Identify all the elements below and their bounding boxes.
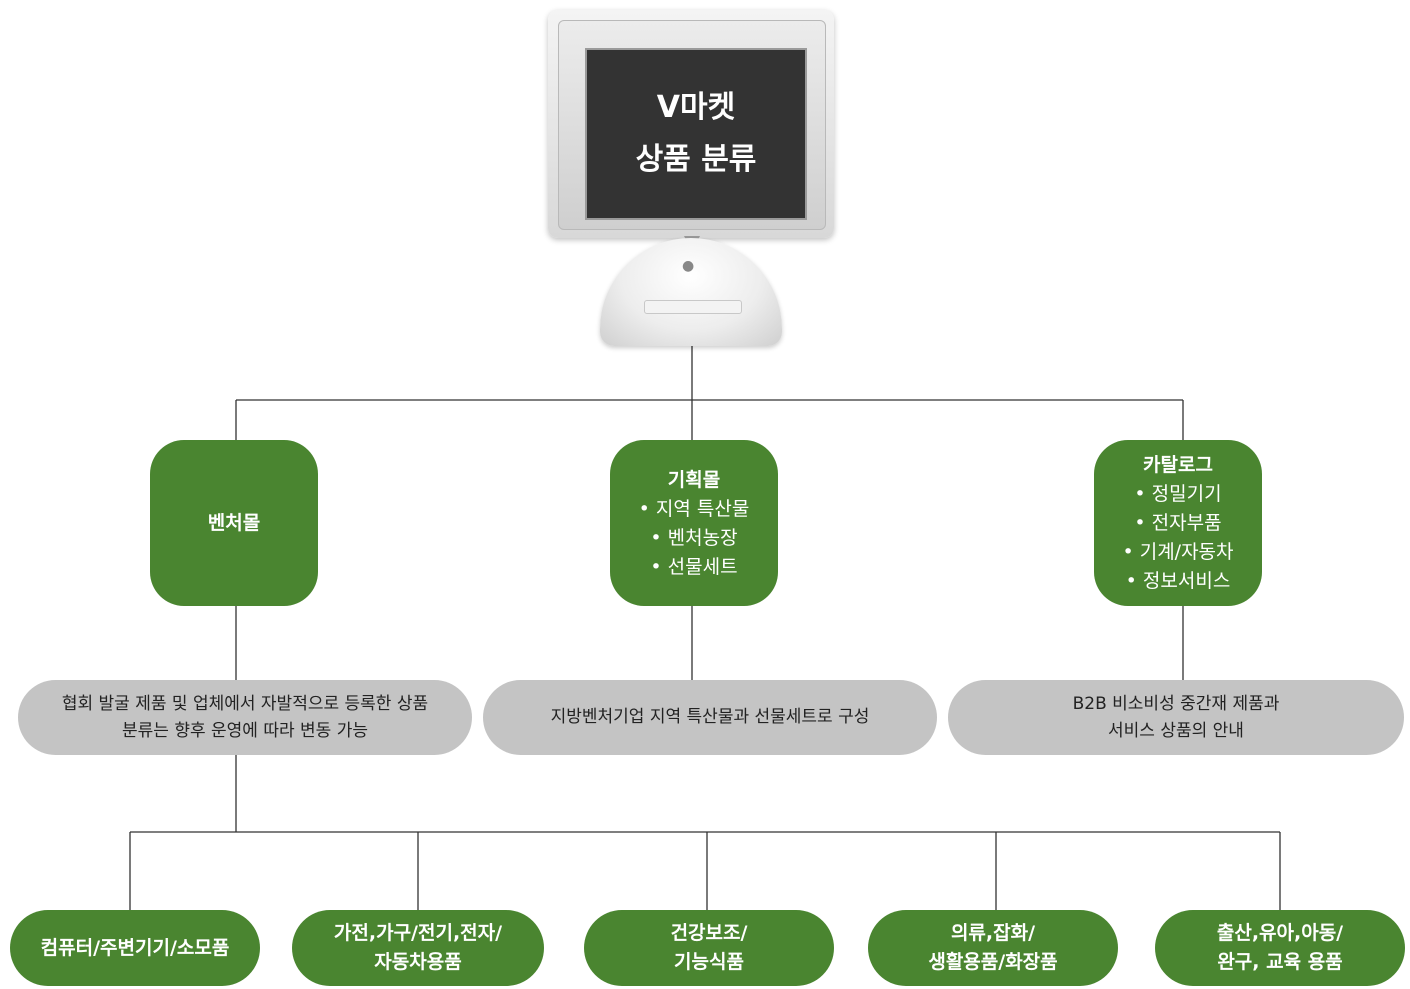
category-baby: 출산,유아,아동/ 완구, 교육 용품 — [1155, 910, 1405, 986]
description-venture: 협회 발굴 제품 및 업체에서 자발적으로 등록한 상품 분류는 향후 운영에 … — [18, 680, 472, 755]
diagram-title-line2: 상품 분류 — [635, 142, 757, 177]
monitor-illustration: V마켓 상품 분류 — [548, 10, 834, 238]
mall-catalog-item: • 기계/자동차 — [1122, 541, 1234, 563]
description-venture-text: 협회 발굴 제품 및 업체에서 자발적으로 등록한 상품 분류는 향후 운영에 … — [61, 693, 429, 741]
disc-slot — [644, 300, 742, 314]
description-catalog: B2B 비소비성 중간재 제품과 서비스 상품의 안내 — [948, 680, 1404, 755]
description-planned: 지방벤처기업 지역 특산물과 선물세트로 구성 — [483, 680, 937, 755]
description-planned-text: 지방벤처기업 지역 특산물과 선물세트로 구성 — [550, 707, 870, 727]
apple-logo-icon: ● — [682, 258, 695, 274]
diagram-title-line1: V마켓 — [656, 90, 736, 125]
mall-venture: 벤처몰 — [150, 440, 318, 606]
mall-planned-item: • 벤처농장 — [650, 526, 738, 549]
mall-planned-item: • 선물세트 — [650, 555, 738, 578]
category-clothing: 의류,잡화/ 생활용품/화장품 — [868, 910, 1118, 986]
mall-planned-title: 기획몰 — [667, 468, 721, 491]
mall-venture-title: 벤처몰 — [207, 512, 261, 534]
category-label: 출산,유아,아동/ 완구, 교육 용품 — [1216, 922, 1344, 973]
category-label: 의류,잡화/ 생활용품/화장품 — [928, 922, 1058, 973]
mall-catalog-title: 카탈로그 — [1143, 454, 1213, 476]
category-label: 가전,가구/전기,전자/ 자동차용품 — [333, 922, 503, 973]
mall-catalog-item: • 정밀기기 — [1134, 483, 1222, 505]
description-catalog-text: B2B 비소비성 중간재 제품과 서비스 상품의 안내 — [1072, 693, 1280, 741]
mall-catalog: 카탈로그 • 정밀기기 • 전자부품 • 기계/자동차 • 정보서비스 — [1094, 440, 1262, 606]
mall-planned: 기획몰 • 지역 특산물 • 벤처농장 • 선물세트 — [610, 440, 778, 606]
monitor-bezel: V마켓 상품 분류 — [558, 20, 826, 230]
mall-planned-item: • 지역 특산물 — [638, 497, 750, 520]
mall-catalog-item: • 정보서비스 — [1125, 570, 1231, 592]
monitor-screen: V마켓 상품 분류 — [585, 48, 807, 220]
category-computer: 컴퓨터/주변기기/소모품 — [10, 910, 260, 986]
category-appliance: 가전,가구/전기,전자/ 자동차용품 — [292, 910, 544, 986]
category-health: 건강보조/ 기능식품 — [584, 910, 834, 986]
category-label: 컴퓨터/주변기기/소모품 — [40, 936, 230, 959]
category-label: 건강보조/ 기능식품 — [670, 922, 748, 973]
mall-catalog-item: • 전자부품 — [1134, 512, 1222, 534]
